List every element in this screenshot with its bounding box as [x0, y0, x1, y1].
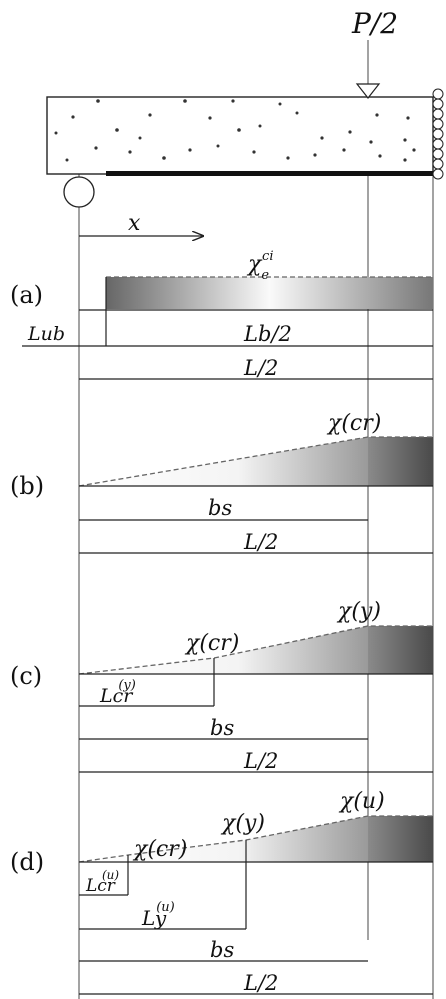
panel-d-chi-u-label: χ(u): [338, 789, 385, 814]
panel-a-lb-label: Lb/2: [243, 322, 292, 346]
panel-c-dark-block: [368, 626, 433, 674]
load-triangle: [355, 83, 381, 99]
x-axis-label: x: [128, 211, 141, 236]
panel-d-dark-block: [368, 816, 433, 862]
panel-b-dark-block: [368, 437, 433, 486]
panel-d-ramp: [79, 816, 368, 862]
panel-b-l-label: L/2: [243, 530, 278, 554]
panel-d-tag: (d): [10, 848, 44, 876]
symmetry-rollers: [432, 88, 444, 180]
panel-d-l-label: L/2: [243, 971, 278, 995]
panel-c-bs-label: bs: [210, 716, 234, 740]
panel-c-lcr-label: Lcr(y): [99, 678, 136, 707]
panel-a-tag: (a): [10, 281, 43, 309]
aggregate-dots: [54, 99, 416, 162]
panel-c-ramp: [79, 626, 368, 674]
support-roller: [63, 176, 95, 208]
panel-a-l-label: L/2: [243, 356, 278, 380]
panel-a-curvature-band: [106, 277, 433, 309]
frp-plate: [106, 171, 433, 176]
panel-b: (b) χ(cr) bs L/2: [10, 411, 433, 554]
panel-c-dashed-line: [78, 625, 433, 675]
panel-d: (d) χ(cr) χ(y) χ(u) Lcr(u) Ly(u) bs L/2: [10, 789, 433, 995]
beam: [46, 88, 444, 208]
panel-b-dashed-line: [78, 436, 433, 487]
panel-b-chi-cr-label: χ(cr): [326, 411, 381, 436]
panel-c: (c) χ(cr) χ(y) Lcr(y) bs L/2: [10, 599, 433, 773]
panel-b-tag: (b): [10, 472, 44, 500]
panel-b-bs-label: bs: [208, 496, 232, 520]
panel-d-lcr-label: Lcr(u): [85, 868, 119, 896]
load-label: P/2: [351, 7, 398, 40]
panel-c-chi-y-label: χ(y): [336, 599, 381, 624]
concrete-beam: [46, 96, 434, 175]
panel-c-tag: (c): [10, 662, 42, 690]
panel-d-chi-y-label: χ(y): [220, 811, 265, 836]
panel-c-chi-cr-label: χ(cr): [184, 631, 239, 656]
panel-d-bs-label: bs: [210, 938, 234, 962]
panel-a-chi-label: χeci: [246, 249, 274, 283]
panel-d-chi-cr-label: χ(cr): [132, 837, 187, 862]
panel-d-ly-label: Ly(u): [141, 900, 175, 930]
panel-a-lub-label: Lub: [27, 323, 65, 345]
panel-c-l-label: L/2: [243, 749, 278, 773]
panel-a: (a) χeci Lub Lb/2 L/2: [10, 249, 433, 380]
